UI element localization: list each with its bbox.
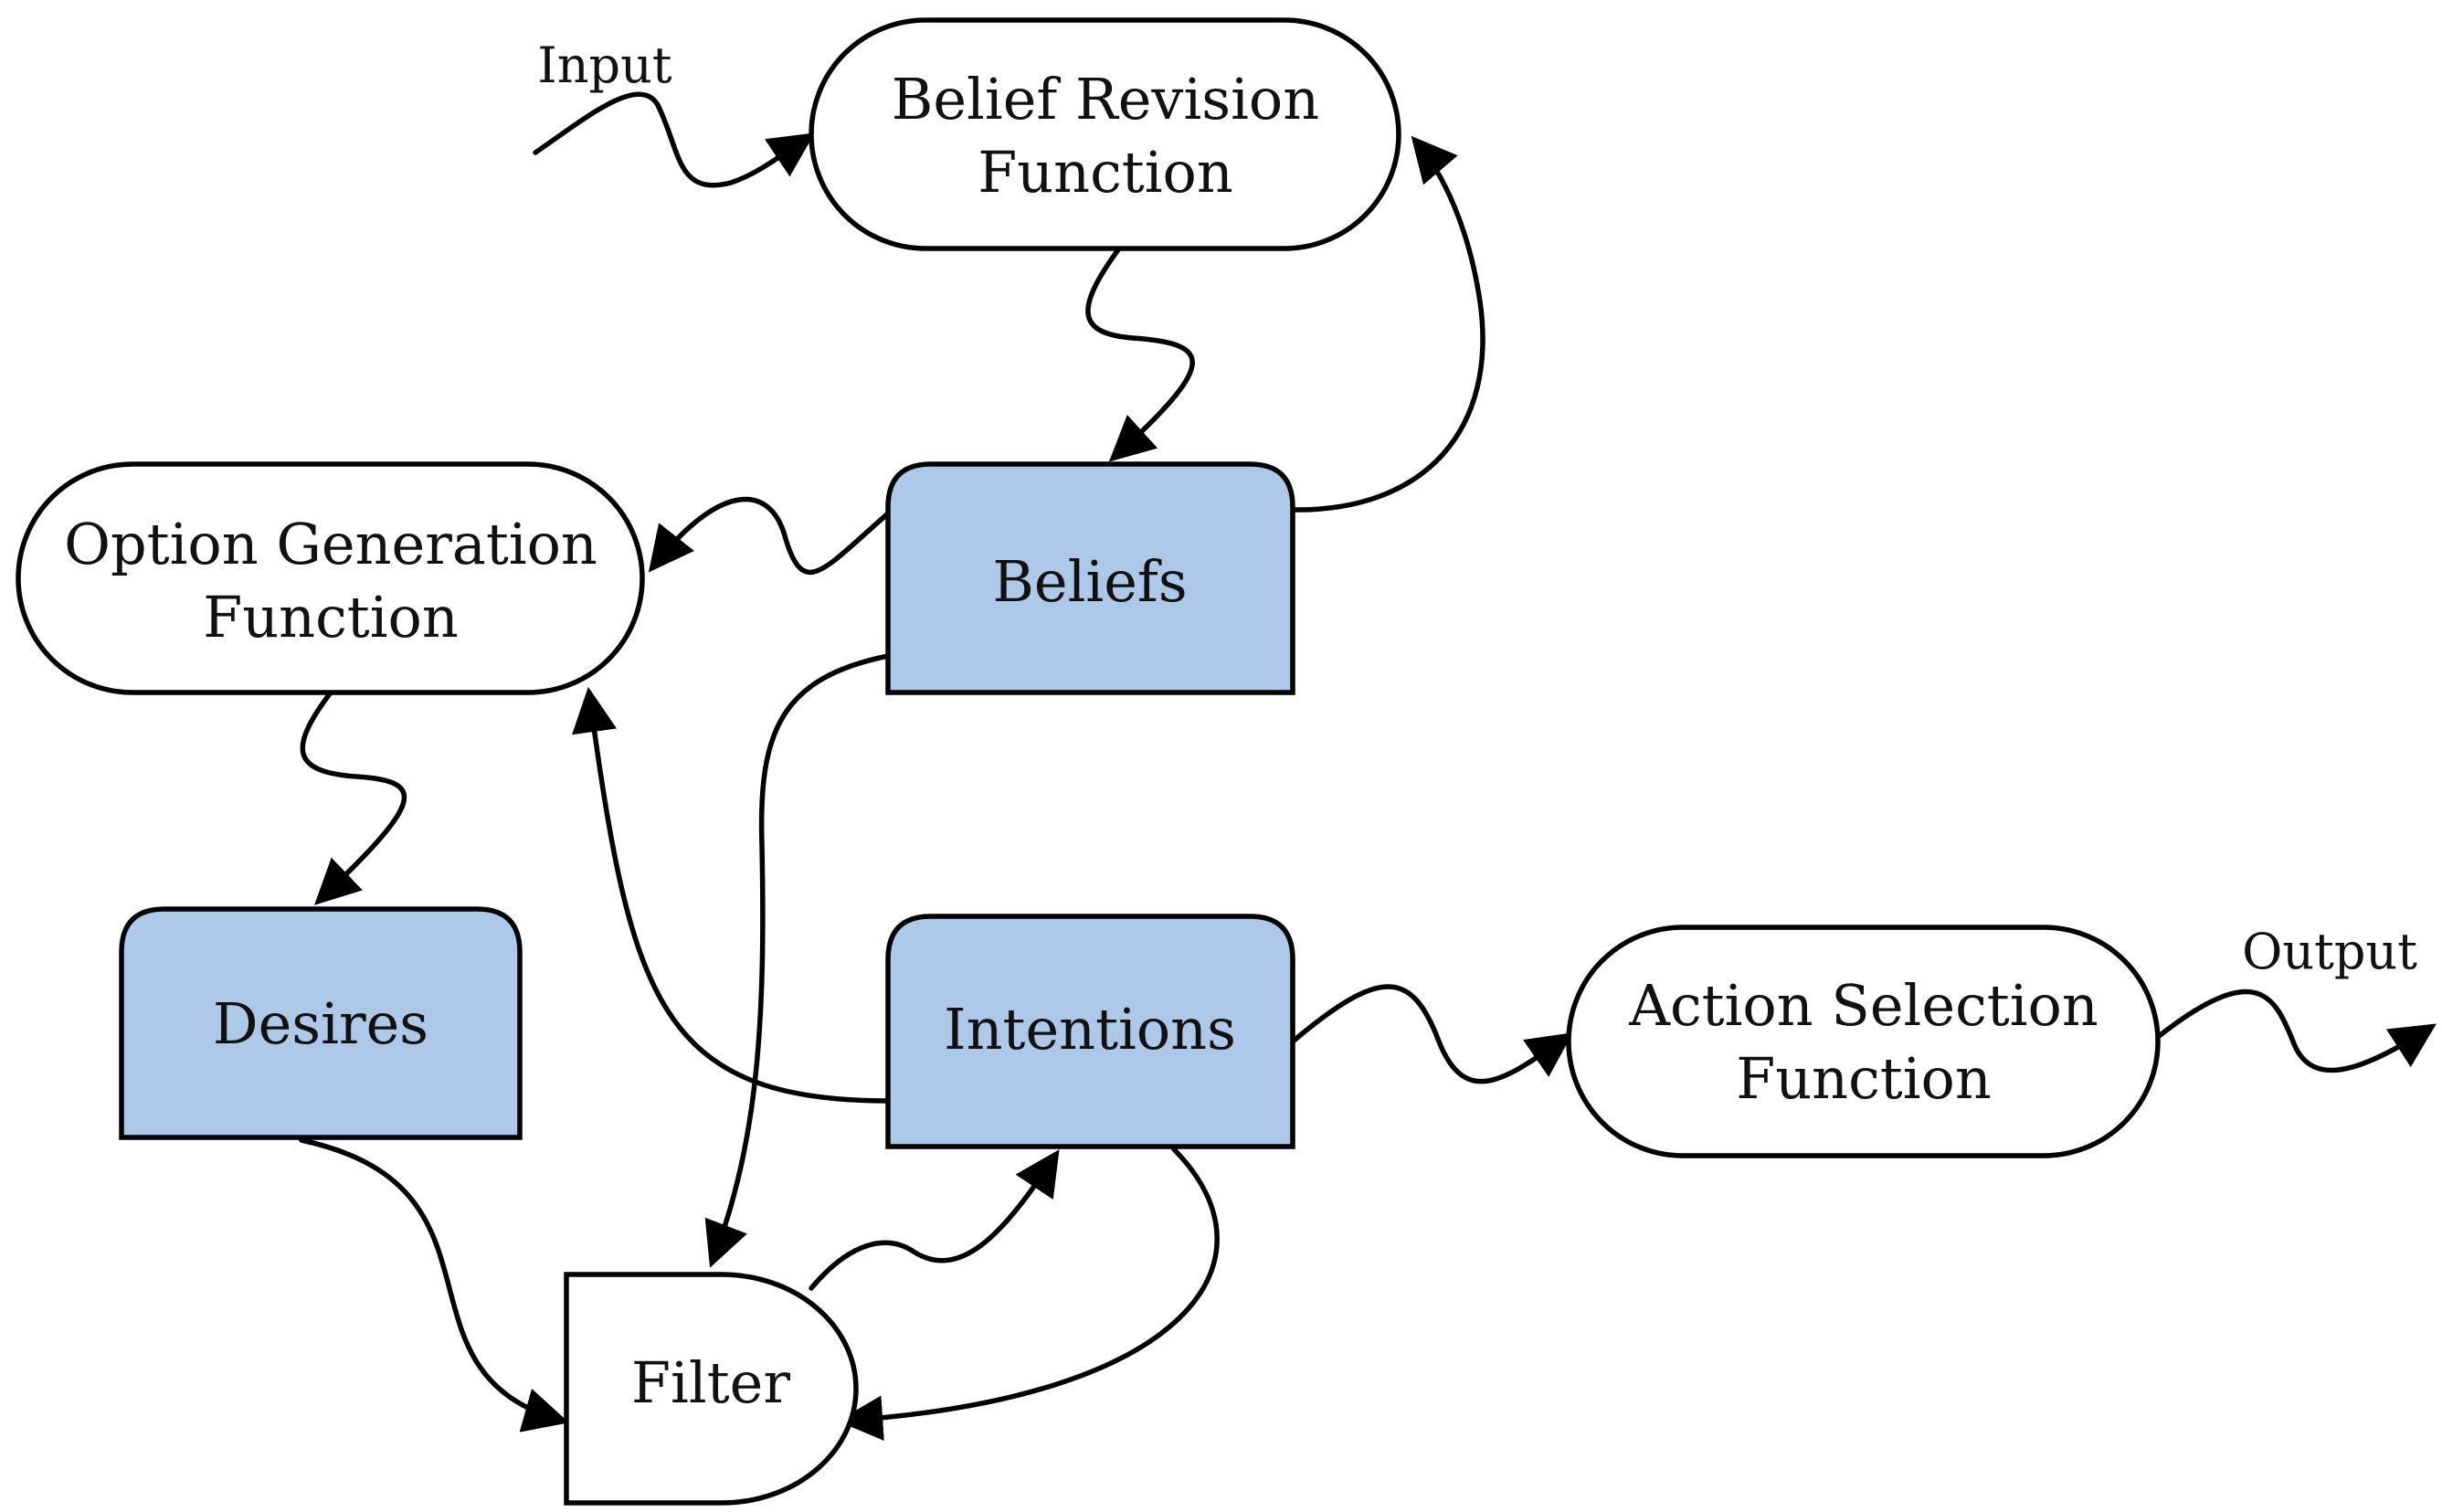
edge-desires-to-filter [299,1137,569,1433]
edge-intentions-to-option-generation [572,686,891,1104]
edge-belief-revision-to-beliefs [1085,246,1195,462]
action-selection-label-line1: Action Selection [1628,972,2098,1039]
desires-label: Desires [213,990,428,1057]
node-desires: Desires [119,906,523,1140]
node-filter: Filter [564,1272,859,1506]
node-option-generation-function: Option Generation Function [16,461,645,695]
edge-action-selection-to-output [2155,989,2437,1073]
desires-shape [119,906,523,1140]
node-beliefs: Beliefs [885,461,1295,695]
option-generation-label-line1: Option Generation [64,511,597,577]
filter-shape [564,1272,859,1506]
beliefs-shape [885,461,1295,695]
edge-beliefs-to-belief-revision [1290,135,1485,513]
belief-revision-label-line1: Belief Revision [892,66,1319,132]
edge-beliefs-to-filter [704,653,891,1268]
action-selection-shape [1566,925,2161,1158]
belief-revision-label-line2: Function [978,139,1233,206]
edge-input-to-belief-revision [533,91,815,188]
beliefs-label: Beliefs [992,548,1187,615]
node-belief-revision-function: Belief Revision Function [809,17,1401,251]
edge-filter-to-intentions [809,1149,1060,1291]
edge-intentions-to-action-selection [1290,984,1573,1084]
belief-revision-shape [809,17,1401,251]
node-intentions: Intentions [885,914,1295,1149]
intentions-label: Intentions [944,996,1236,1063]
option-generation-shape [16,461,645,695]
node-action-selection-function: Action Selection Function [1566,925,2161,1158]
input-label: Input [537,37,671,94]
action-selection-label-line2: Function [1736,1045,1992,1112]
intentions-shape [885,914,1295,1149]
option-generation-label-line2: Function [203,584,459,650]
edge-intentions-to-filter [837,1147,1220,1441]
edges [299,91,2437,1441]
edge-beliefs-to-option-generation [648,496,891,576]
output-label: Output [2242,923,2417,980]
edge-option-generation-to-desires [300,690,407,905]
filter-label: Filter [631,1349,790,1416]
